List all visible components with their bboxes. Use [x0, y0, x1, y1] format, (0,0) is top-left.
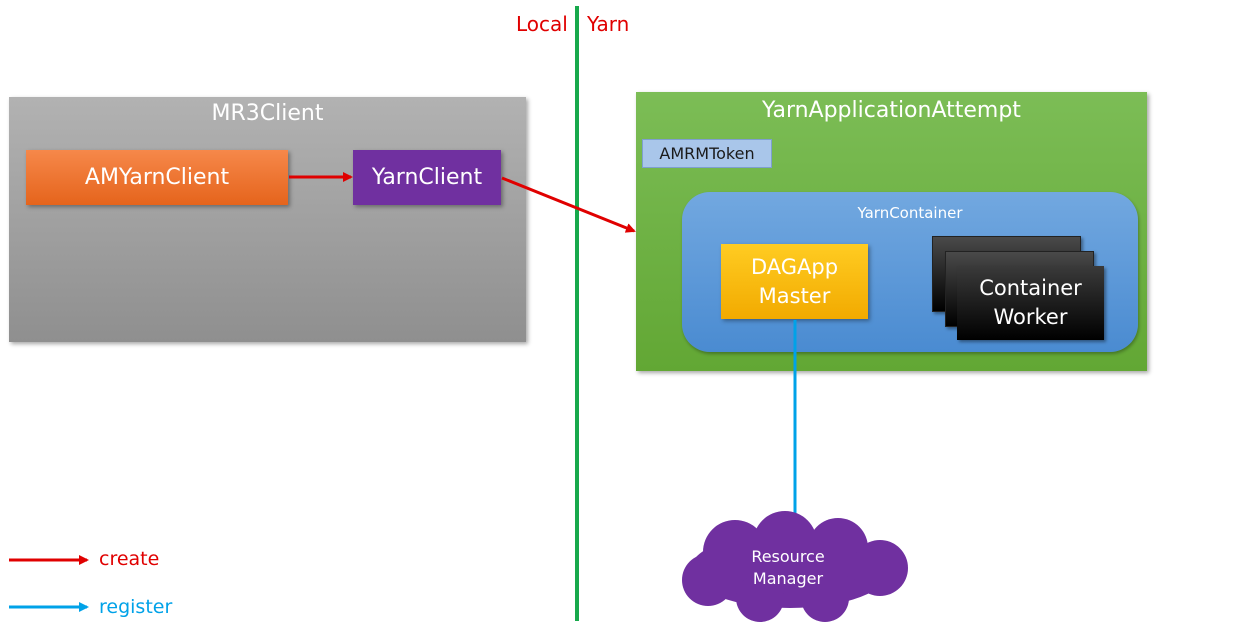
yarn-container-title: YarnContainer — [857, 204, 963, 222]
legend-create-label: create — [99, 548, 160, 570]
container-worker-line-2: Worker — [993, 305, 1068, 329]
legend-register-label: register — [99, 596, 173, 618]
resource-manager-line-2: Manager — [752, 569, 824, 588]
yarn-application-attempt-title: YarnApplicationAttempt — [762, 98, 1021, 123]
dag-app-master-box: DAGApp Master — [721, 244, 868, 319]
yarnclient-box: YarnClient — [353, 150, 501, 205]
create-arrow-yarnclient-to-attempt — [501, 176, 636, 233]
local-region-label: Local — [516, 12, 568, 36]
dag-app-master-line-2: Master — [758, 283, 831, 308]
amrmtoken-box: AMRMToken — [642, 139, 772, 168]
mr3client-title: MR3Client — [211, 101, 324, 126]
dag-app-master-line-1: DAGApp — [750, 254, 839, 279]
container-worker-line-1: Container — [979, 276, 1082, 300]
resource-manager-label: Resource Manager — [700, 546, 876, 590]
yarn-region-label: Yarn — [587, 12, 630, 36]
local-yarn-divider — [575, 6, 579, 621]
amyarnclient-box: AMYarnClient — [26, 150, 288, 205]
resource-manager-line-1: Resource — [751, 547, 825, 566]
container-worker-box: Container Worker — [957, 266, 1104, 340]
mr3client-box: MR3Client — [9, 97, 526, 342]
resource-manager-cloud — [682, 511, 908, 622]
